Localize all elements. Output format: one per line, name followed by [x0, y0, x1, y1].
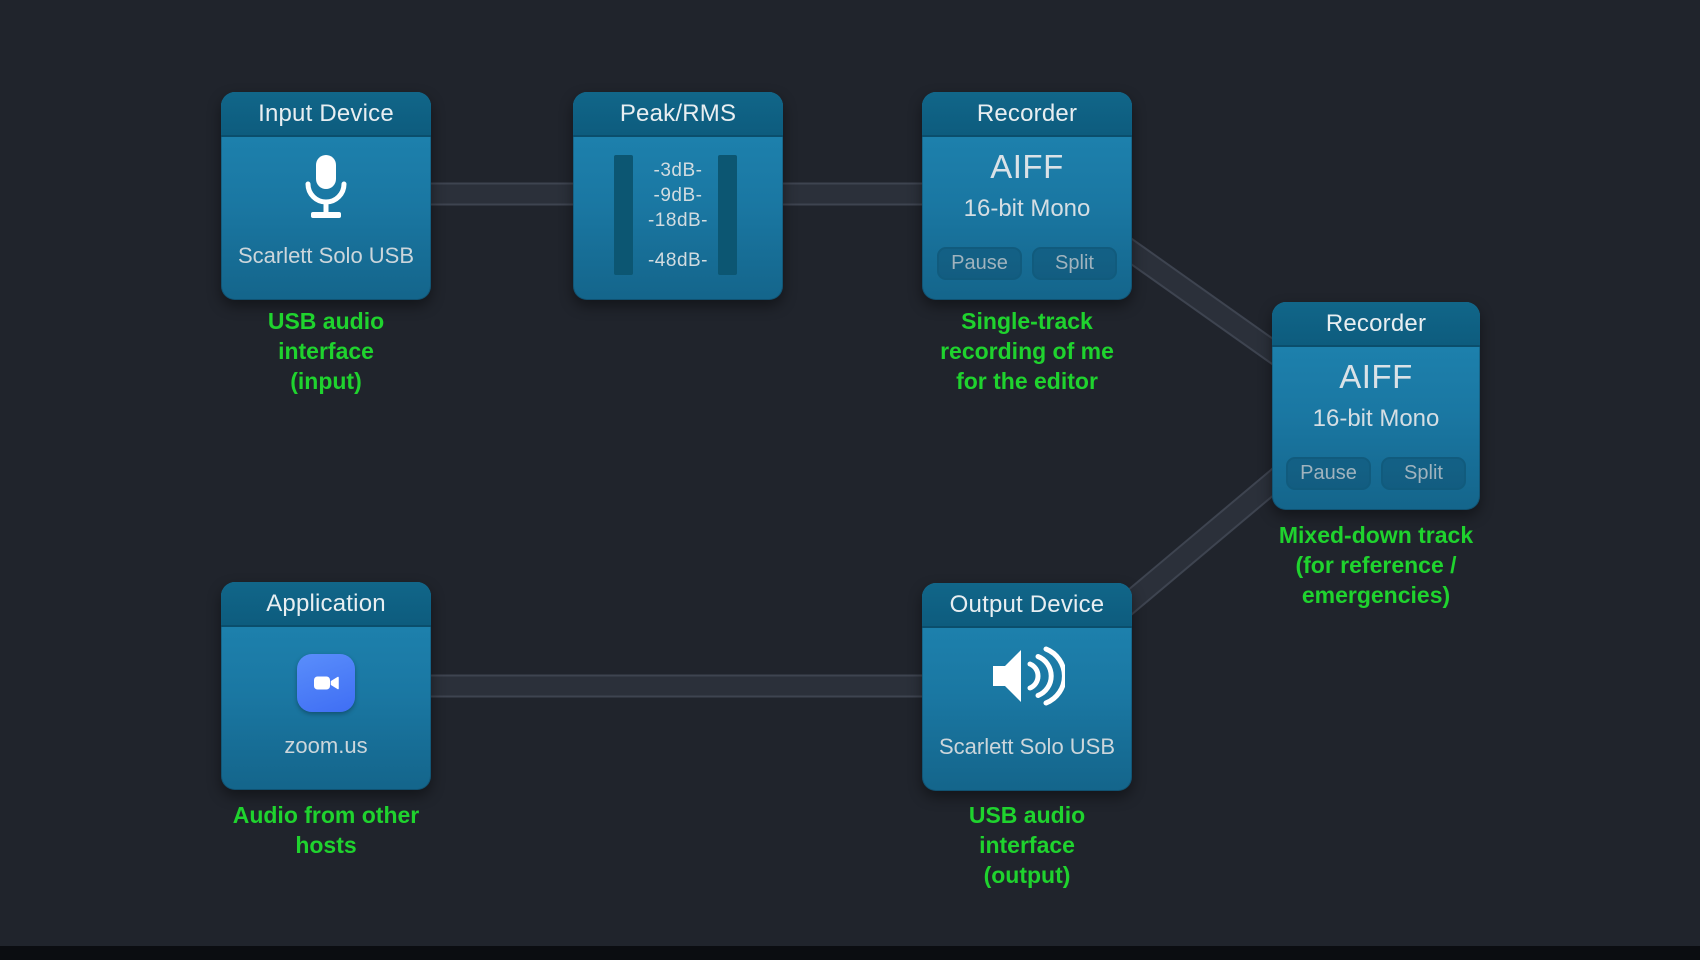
node-title: Application [266, 589, 386, 617]
zoom-app-icon [221, 654, 431, 712]
node-title: Output Device [949, 590, 1105, 618]
node-application-header: Application [221, 582, 431, 627]
node-output-device[interactable]: Output Device Scarlett Solo USB [922, 583, 1132, 791]
node-title: Input Device [258, 99, 394, 127]
node-input-device-header: Input Device [221, 92, 431, 137]
recorder-format-detail: 16-bit Mono [1312, 405, 1440, 432]
application-name: zoom.us [284, 733, 368, 758]
meter-tick-label: -3dB- [653, 160, 703, 181]
annotation-input-device: USB audio interface (input) [267, 308, 385, 394]
split-button[interactable]: Split [1032, 247, 1117, 280]
node-title: Peak/RMS [619, 99, 737, 127]
node-input-device[interactable]: Input Device Scarlett Solo USB [221, 92, 431, 300]
split-button[interactable]: Split [1381, 457, 1466, 490]
annotation-output-device: USB audio interface (output) [968, 802, 1086, 888]
microphone-icon [221, 154, 431, 224]
meter-tick-label: -18dB- [647, 210, 709, 231]
recorder-format: AIFF [990, 148, 1064, 185]
recorder-format: AIFF [1339, 358, 1413, 395]
node-output-device-header: Output Device [922, 583, 1132, 628]
node-recorder-mixdown[interactable]: Recorder AIFF 16-bit Mono Pause Split [1272, 302, 1480, 510]
node-recorder-header: Recorder [922, 92, 1132, 137]
input-device-name: Scarlett Solo USB [237, 243, 415, 268]
node-application[interactable]: Application zoom.us [221, 582, 431, 790]
pause-button[interactable]: Pause [1286, 457, 1371, 490]
node-peak-rms-meter[interactable]: Peak/RMS -3dB- -9dB- -18dB- -48dB- [573, 92, 783, 300]
recorder-format-detail: 16-bit Mono [963, 195, 1091, 222]
output-device-name: Scarlett Solo USB [938, 734, 1116, 759]
annotation-application: Audio from other hosts [232, 802, 420, 858]
annotation-single-track-recorder: Single-track recording of me for the edi… [940, 308, 1114, 394]
meter-tick-label: -9dB- [653, 185, 703, 206]
meter-tick-label: -48dB- [647, 250, 709, 271]
level-meter-bar-right [718, 155, 737, 275]
node-title: Recorder [976, 99, 1078, 127]
speaker-icon [922, 643, 1132, 709]
window-bottom-edge [0, 946, 1700, 960]
node-recorder-single-track[interactable]: Recorder AIFF 16-bit Mono Pause Split [922, 92, 1132, 300]
node-title: Recorder [1325, 309, 1427, 337]
annotation-mixdown-recorder: Mixed-down track (for reference / emerge… [1278, 522, 1474, 608]
node-peak-rms-header: Peak/RMS [573, 92, 783, 137]
pause-button[interactable]: Pause [937, 247, 1022, 280]
node-recorder-header: Recorder [1272, 302, 1480, 347]
level-meter-bar-left [614, 155, 633, 275]
